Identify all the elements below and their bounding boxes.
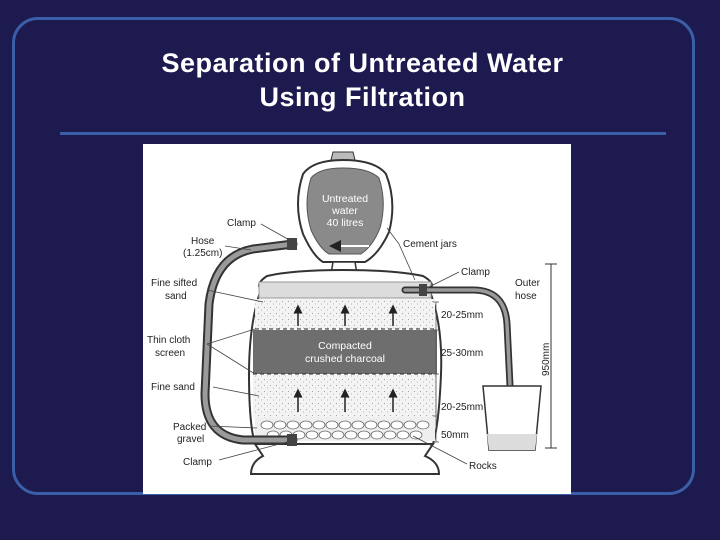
hose-clamp-right xyxy=(419,284,427,296)
label-fine-sand: Fine sand xyxy=(151,382,195,393)
jar-text-line-2: water xyxy=(331,205,358,217)
height-total-label: 950mm xyxy=(541,343,552,376)
label-clamp-right: Clamp xyxy=(461,267,490,278)
dimension-label-2: 25-30mm xyxy=(441,348,483,359)
label-hose-line-2: (1.25cm) xyxy=(183,248,222,259)
leader-lines xyxy=(206,223,468,465)
label-hose-line-1: Hose xyxy=(191,236,215,247)
upper-cement-jar xyxy=(297,151,394,275)
hose-clamp-top xyxy=(287,238,297,250)
label-thin-cloth-line-2: screen xyxy=(155,348,185,359)
label-fine-sifted-line-2: sand xyxy=(165,291,187,302)
upward-flow-arrows xyxy=(293,304,398,412)
label-clamp-top: Clamp xyxy=(227,218,256,229)
label-packed-line-1: Packed xyxy=(173,422,206,433)
charcoal-text-line-2: crushed charcoal xyxy=(305,353,385,365)
label-packed-line-2: gravel xyxy=(177,434,204,445)
label-thin-cloth-line-1: Thin cloth xyxy=(147,335,190,346)
hose-clamp-bottom xyxy=(287,434,297,446)
dimension-label-3: 20-25mm xyxy=(441,402,483,413)
dimension-label-4: 50mm xyxy=(441,430,469,441)
label-clamp-bottom: Clamp xyxy=(183,457,212,468)
label-rocks: Rocks xyxy=(469,461,497,472)
jar-text-line-3: 40 litres xyxy=(327,217,364,229)
dimension-label-1: 20-25mm xyxy=(441,310,483,321)
slide-title-line-2: Using Filtration xyxy=(259,82,466,112)
charcoal-text-line-1: Compacted xyxy=(318,340,372,352)
label-outer-line-2: hose xyxy=(515,291,537,302)
filtration-diagram-svg: Untreated water 40 litres xyxy=(147,151,557,475)
filtered-water xyxy=(487,434,537,450)
slide-title: Separation of Untreated Water Using Filt… xyxy=(60,46,665,114)
gravel-stones xyxy=(260,420,430,440)
label-outer-line-1: Outer xyxy=(515,278,541,289)
label-fine-sifted-line-1: Fine sifted xyxy=(151,278,197,289)
jar-text-line-1: Untreated xyxy=(322,193,368,205)
title-divider xyxy=(60,132,666,135)
filtration-diagram: Untreated water 40 litres xyxy=(143,144,571,494)
charcoal-layer xyxy=(253,330,437,374)
label-cement-jars: Cement jars xyxy=(403,239,457,250)
layer-dimension-ticks xyxy=(433,301,439,443)
outer-hose-core xyxy=(403,288,513,408)
inlet-hose-core xyxy=(202,241,296,443)
jar-base xyxy=(249,443,441,475)
slide-title-line-1: Separation of Untreated Water xyxy=(161,48,564,78)
